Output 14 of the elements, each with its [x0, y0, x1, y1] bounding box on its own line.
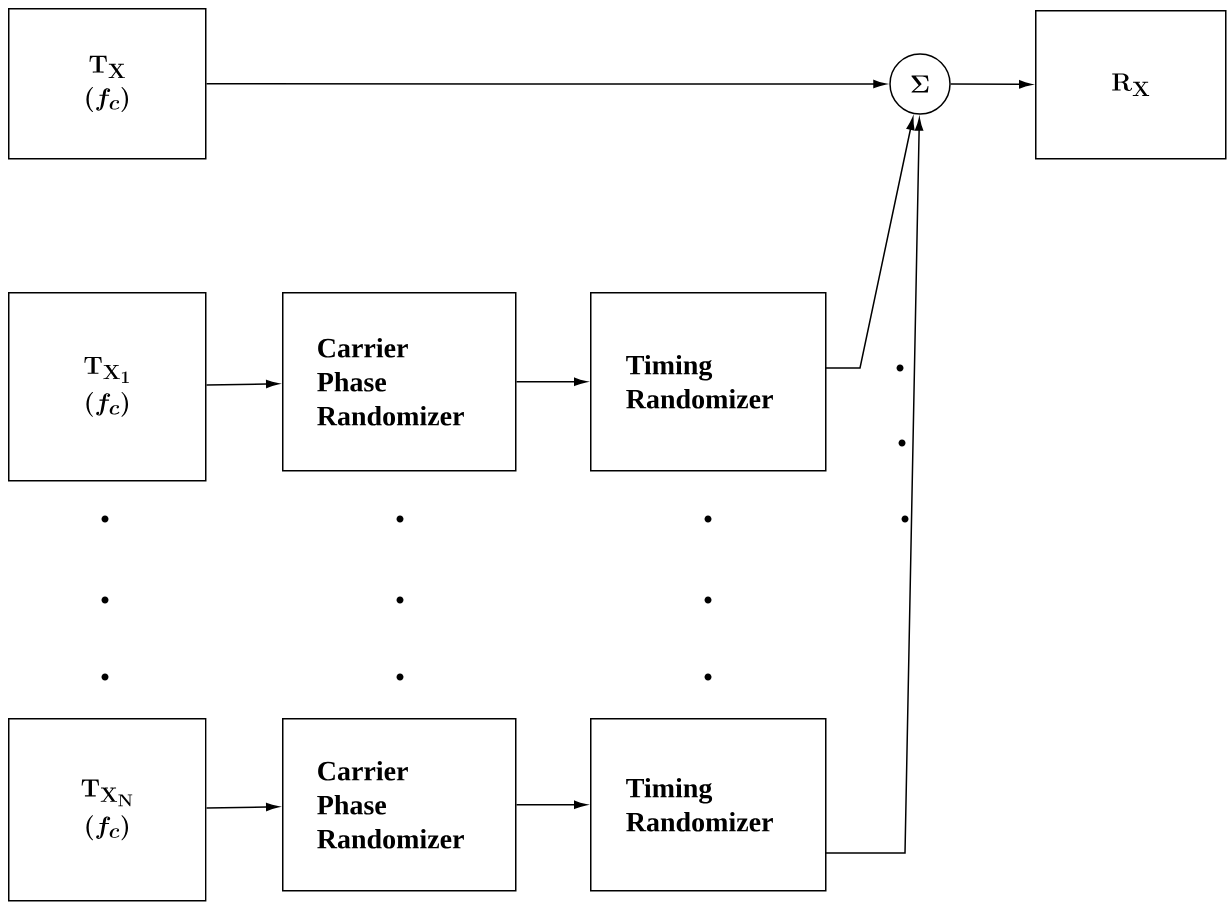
randomizer-box: Timing Randomizer: [590, 718, 827, 892]
arrow: [515, 377, 587, 386]
randomizer-box: Timing Randomizer: [590, 292, 827, 472]
arrow: [205, 79, 886, 89]
arrow: [950, 80, 1032, 89]
randomizer-box: Carrier Phase Randomizer: [282, 292, 517, 472]
transmitter-box: $\mathbf{T_{X_{1}}}$ $(f_{c})$: [8, 292, 207, 482]
transmitter-box: $\mathbf{T_{X}}$ $(f_{c})$: [8, 8, 207, 160]
arrow: [205, 379, 279, 389]
randomizer-box: Carrier Phase Randomizer: [282, 718, 517, 892]
transmitter-box: $\mathbf{T_{X_{N}}}$ $(f_{c})$: [8, 718, 207, 902]
receiver-box: $\mathbf{R_{X}}$: [1035, 10, 1227, 160]
arrow: [515, 800, 587, 809]
arrow: [205, 802, 279, 812]
